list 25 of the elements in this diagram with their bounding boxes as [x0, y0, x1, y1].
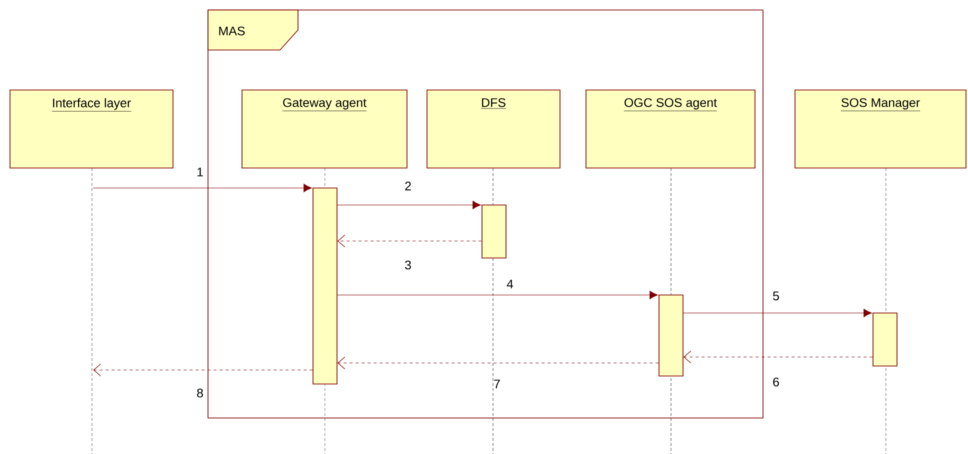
- message-arrow: [92, 184, 312, 192]
- edge-label: 6: [773, 378, 779, 386]
- message-arrow: [93, 364, 313, 376]
- activation-bar: [482, 204, 506, 258]
- edge-label: 3: [405, 260, 411, 270]
- lifeline-head-box: SOS Manager: [794, 90, 966, 168]
- activation-bar: [312, 188, 338, 384]
- message-arrow: [337, 200, 481, 210]
- lifeline-head-box: OGC SOS agent: [586, 90, 756, 168]
- message-arrow: [683, 350, 873, 364]
- lifeline-head-box: DFS: [426, 90, 560, 168]
- message-arrow: [337, 290, 658, 300]
- activation-bar: [658, 294, 684, 376]
- lifeline-head-box: Gateway agent: [242, 90, 408, 168]
- edge-label: 1: [198, 168, 203, 176]
- activation-bar: [872, 312, 898, 366]
- edge-label: 8: [197, 388, 203, 398]
- edge-label: 2: [405, 182, 411, 190]
- message-arrow: [337, 234, 482, 248]
- message-arrow: [683, 308, 872, 318]
- edge-label: 4: [506, 280, 514, 288]
- edge-label: 5: [773, 292, 779, 300]
- edge-label: 7: [494, 380, 500, 388]
- message-arrow: [337, 356, 659, 370]
- lifeline-head-box: Interface layer: [10, 90, 174, 168]
